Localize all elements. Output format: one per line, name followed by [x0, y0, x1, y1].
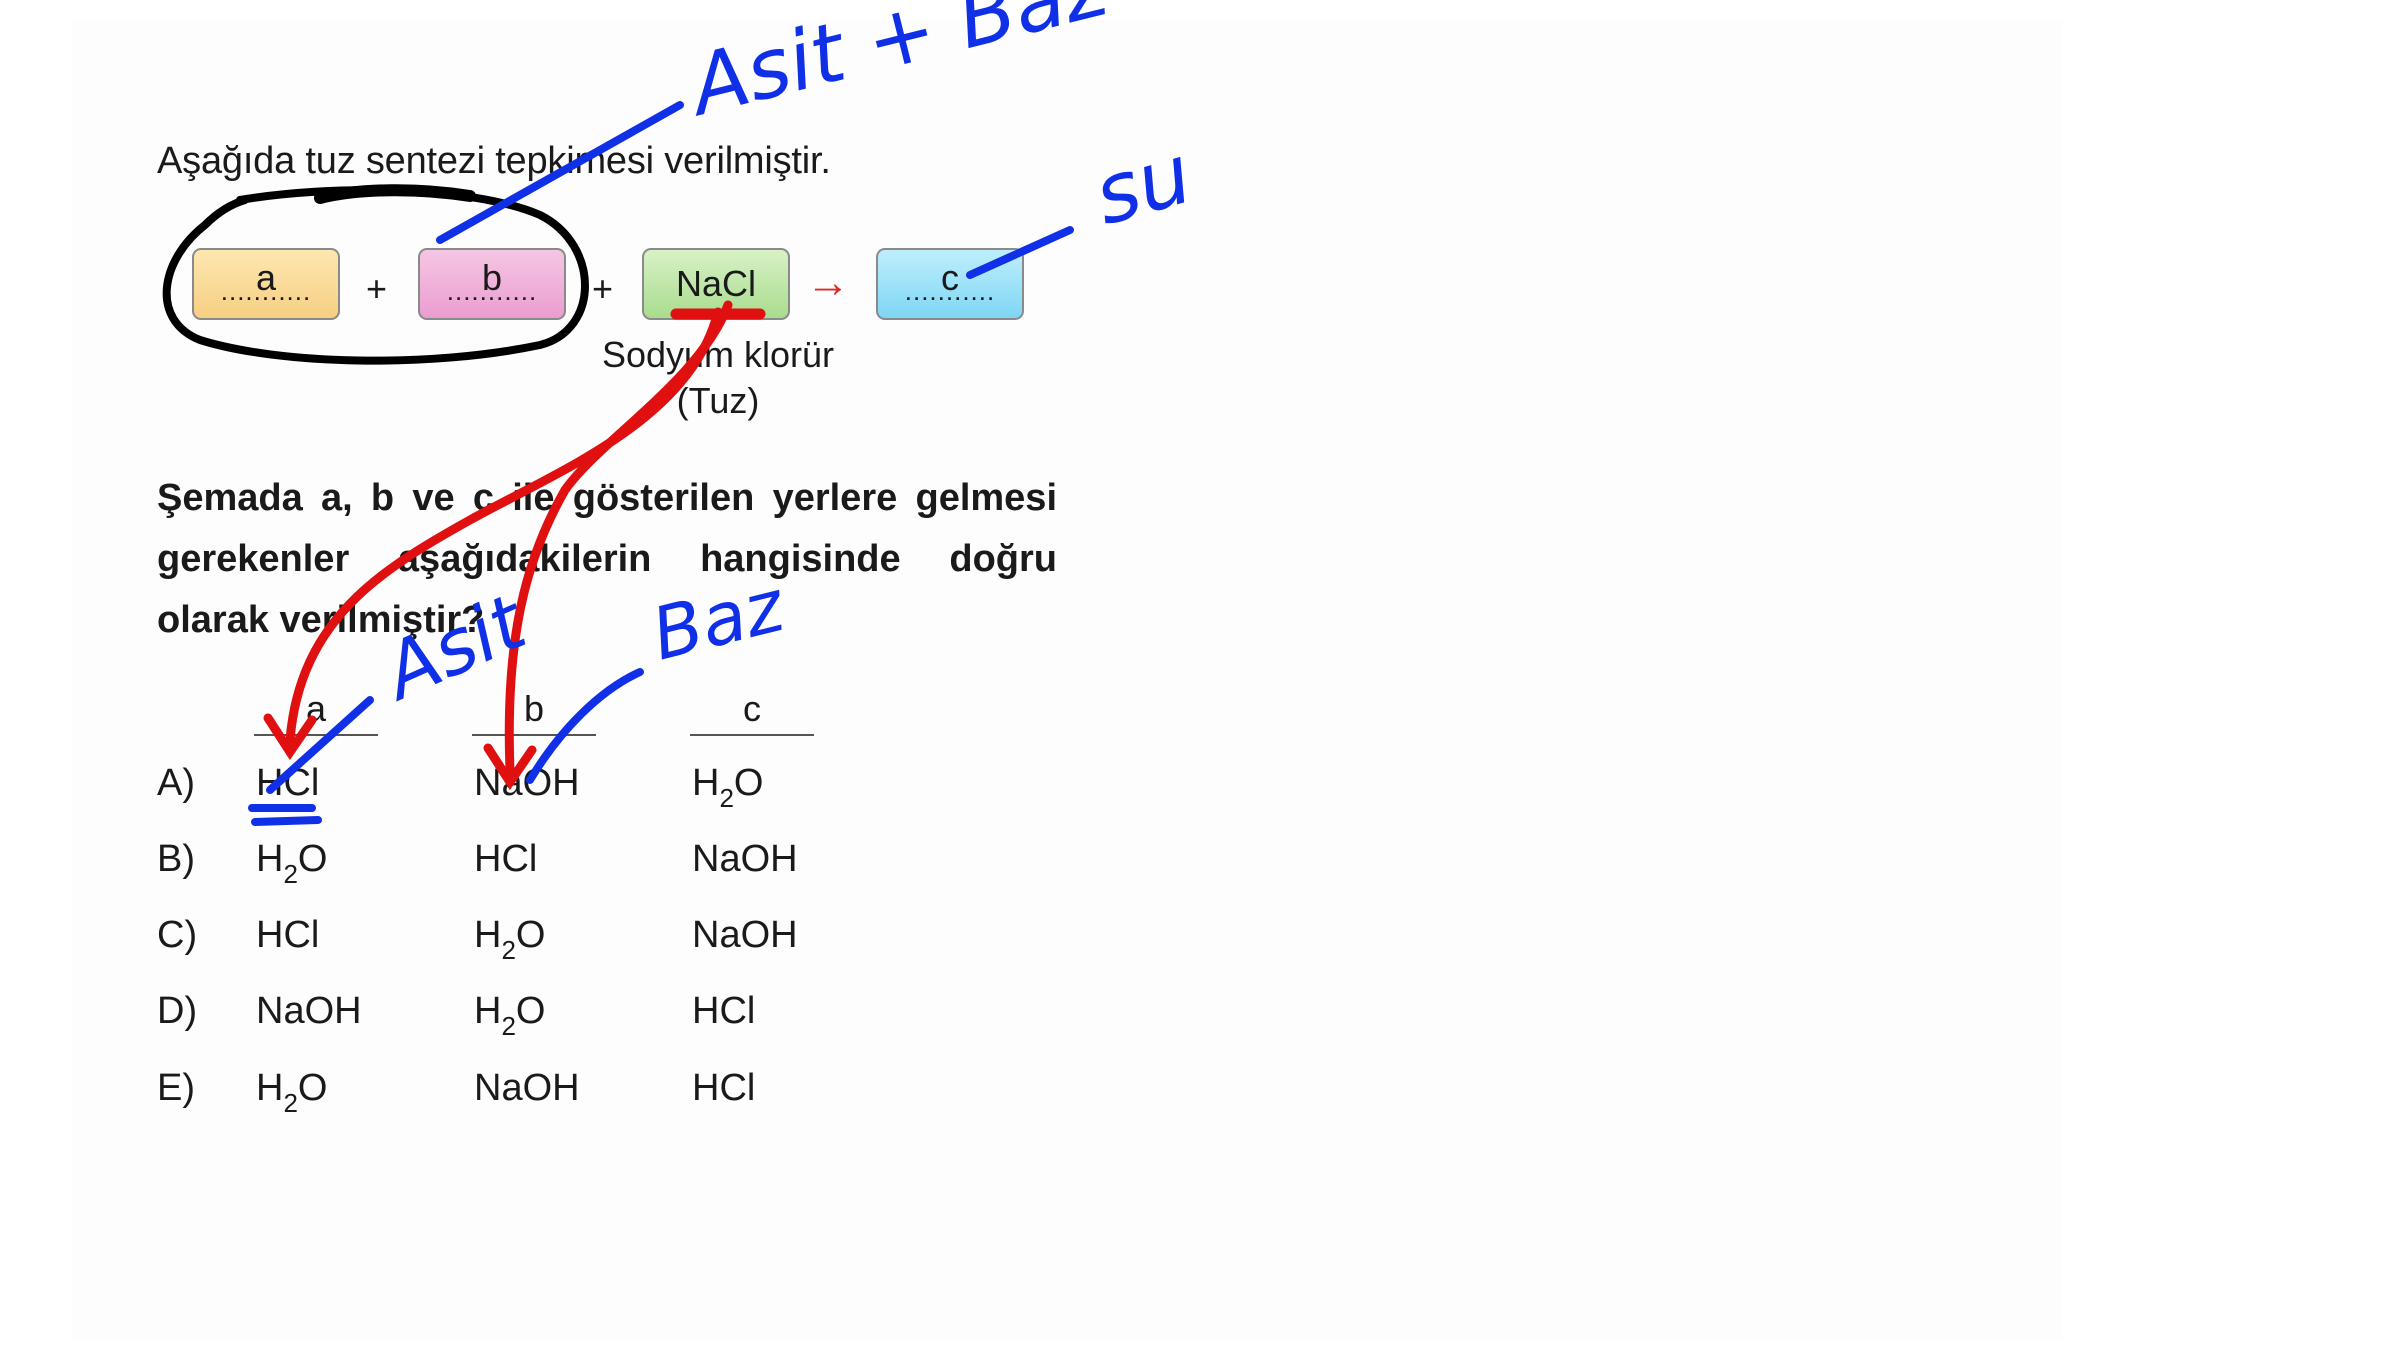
option-cell: H2O — [474, 990, 545, 1042]
salt-caption-type: (Tuz) — [676, 380, 760, 421]
salt-box: NaCl — [642, 248, 790, 320]
formula-part: O — [733, 762, 764, 804]
salt-label: NaCl — [675, 263, 756, 304]
option-cell: HCl — [256, 762, 320, 804]
reactant-a-box: a ........... — [192, 248, 340, 320]
option-cell: HCl — [474, 838, 538, 880]
option-cell: HCl — [692, 1067, 756, 1109]
formula-subscript: 2 — [501, 1011, 516, 1041]
option-letter: A) — [157, 762, 195, 804]
formula-part: O — [297, 838, 328, 880]
plus-sign-1: + — [366, 268, 388, 309]
column-header-b: b — [472, 688, 596, 736]
option-letter: E) — [157, 1067, 195, 1109]
box-a-blank: ........... — [220, 276, 312, 306]
formula-subscript: 2 — [283, 859, 298, 889]
formula-part: H — [256, 838, 284, 880]
question-text: Şemada a, b ve c ile gösterilen yerlere … — [157, 477, 1057, 641]
formula-subscript: 2 — [283, 1088, 298, 1118]
box-b-blank: ........... — [446, 276, 538, 306]
formula-part: H — [692, 762, 720, 804]
option-cell: H2O — [256, 1067, 327, 1119]
formula-part: H — [474, 990, 502, 1032]
column-header-a: a — [254, 688, 378, 736]
option-letter: D) — [157, 990, 198, 1032]
salt-caption: Sodyum klorür (Tuz) — [588, 332, 848, 424]
plus-sign-2: + — [592, 268, 614, 309]
salt-caption-name: Sodyum klorür — [601, 334, 835, 375]
formula-part: O — [515, 990, 546, 1032]
option-cell: NaOH — [692, 838, 798, 880]
option-cell: NaOH — [474, 1067, 580, 1109]
option-cell: NaOH — [474, 762, 580, 804]
box-c-blank: ........... — [904, 276, 996, 306]
formula-subscript: 2 — [501, 935, 516, 965]
option-cell: NaOH — [692, 914, 798, 956]
column-header-c: c — [690, 688, 814, 736]
option-cell: NaOH — [256, 990, 362, 1032]
option-letter: B) — [157, 838, 195, 880]
reactant-b-box: b ........... — [418, 248, 566, 320]
option-cell: HCl — [256, 914, 320, 956]
box-c-label: c — [941, 257, 959, 298]
formula-part: O — [515, 914, 546, 956]
formula-part: O — [297, 1067, 328, 1109]
worksheet-page — [72, 20, 2062, 1340]
product-c-box: c ........... — [876, 248, 1024, 320]
option-cell: H2O — [474, 914, 545, 966]
formula-subscript: 2 — [719, 783, 734, 813]
intro-text: Aşağıda tuz sentezi tepkimesi verilmişti… — [157, 140, 831, 182]
option-cell: H2O — [256, 838, 327, 890]
option-cell: HCl — [692, 990, 756, 1032]
option-cell: H2O — [692, 762, 763, 814]
reaction-arrow: → — [806, 258, 850, 307]
formula-part: H — [474, 914, 502, 956]
formula-part: H — [256, 1067, 284, 1109]
option-letter: C) — [157, 914, 198, 956]
